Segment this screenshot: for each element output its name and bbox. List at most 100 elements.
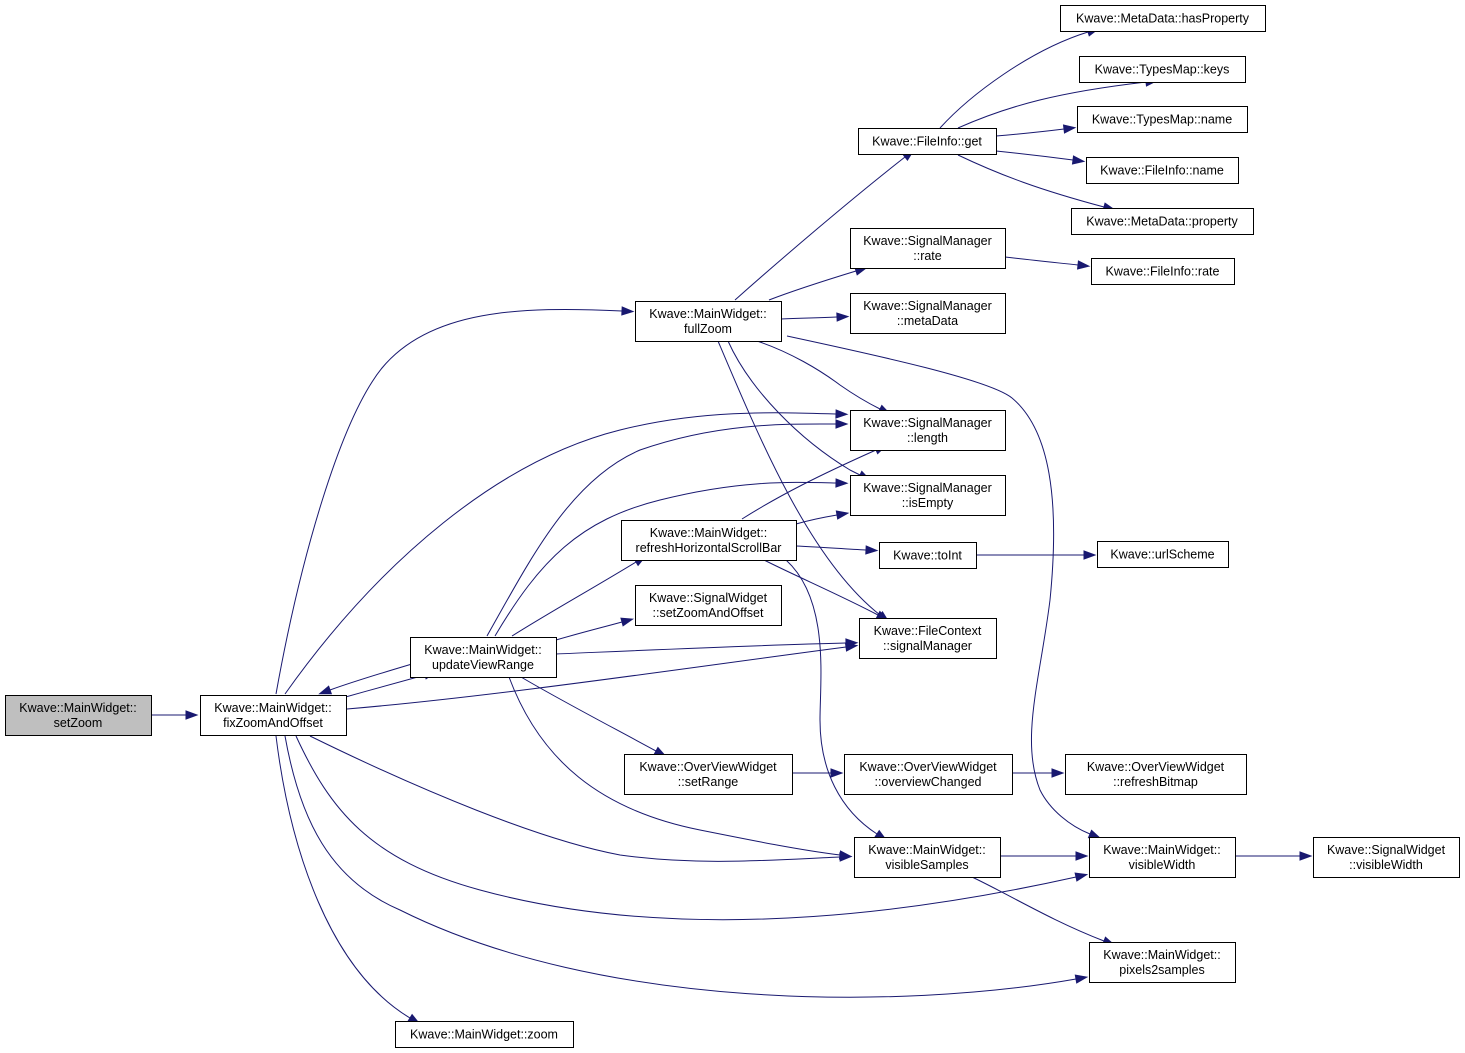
node-box xyxy=(5,695,152,736)
node-label-line: ::length xyxy=(907,431,948,445)
node-visSamples[interactable]: Kwave::MainWidget::visibleSamples xyxy=(854,837,1001,878)
call-edge-updateView-to-smLength xyxy=(486,419,849,637)
node-box xyxy=(1065,754,1247,795)
node-box xyxy=(624,754,793,795)
node-fixZoom[interactable]: Kwave::MainWidget::fixZoomAndOffset xyxy=(200,695,347,736)
call-edge-fullZoom-to-fiGet xyxy=(734,149,915,301)
node-fiName[interactable]: Kwave::FileInfo::name xyxy=(1086,157,1239,184)
arrowhead xyxy=(1299,851,1313,861)
node-smMeta[interactable]: Kwave::SignalManager::metaData xyxy=(850,293,1006,334)
node-box xyxy=(1089,942,1236,983)
arrowhead xyxy=(1083,550,1097,560)
node-box xyxy=(621,520,797,561)
node-label-line: Kwave::SignalManager xyxy=(863,299,992,313)
edge-line xyxy=(995,128,1065,137)
edge-line xyxy=(971,876,1105,942)
call-edge-smRate-to-fiRate xyxy=(1004,256,1091,270)
node-label-line: Kwave::FileInfo::rate xyxy=(1106,265,1220,279)
node-label-line: ::setRange xyxy=(678,775,739,789)
call-edge-setZoom-to-fixZoom xyxy=(152,710,199,720)
node-label-line: ::visibleWidth xyxy=(1349,858,1423,872)
call-edge-fixZoom-to-pix2samp xyxy=(284,735,1089,998)
edge-line xyxy=(511,561,637,637)
node-label-line: visibleWidth xyxy=(1129,858,1196,872)
node-label-line: Kwave::OverViewWidget xyxy=(1087,760,1225,774)
node-refreshHSB[interactable]: Kwave::MainWidget::refreshHorizontalScro… xyxy=(621,520,797,561)
edge-line xyxy=(486,423,837,637)
node-box xyxy=(854,837,1001,878)
node-ovSetRange[interactable]: Kwave::OverViewWidget::setRange xyxy=(624,754,793,795)
node-smIsEmpty[interactable]: Kwave::SignalManager::isEmpty xyxy=(850,475,1006,516)
node-tmName[interactable]: Kwave::TypesMap::name xyxy=(1077,106,1248,133)
node-swVisWidth[interactable]: Kwave::SignalWidget::visibleWidth xyxy=(1313,837,1460,878)
node-fcSigMgr[interactable]: Kwave::FileContext::signalManager xyxy=(859,618,997,659)
node-label-line: Kwave::SignalWidget xyxy=(649,591,768,605)
node-mdProperty[interactable]: Kwave::MetaData::property xyxy=(1071,208,1254,235)
node-label-line: Kwave::MainWidget::zoom xyxy=(410,1028,558,1042)
node-label-line: Kwave::MainWidget:: xyxy=(650,526,767,540)
node-box xyxy=(200,695,347,736)
edge-line xyxy=(734,156,906,301)
node-label-line: Kwave::FileInfo::name xyxy=(1100,164,1224,178)
edge-line xyxy=(508,676,841,856)
node-box xyxy=(850,410,1006,451)
edge-line xyxy=(275,308,623,695)
edge-line xyxy=(795,514,838,525)
call-edge-fixZoom-to-smLength xyxy=(284,409,849,695)
node-label-line: fullZoom xyxy=(684,322,732,336)
node-urlScheme[interactable]: Kwave::urlScheme xyxy=(1097,541,1229,568)
node-label-line: Kwave::MainWidget:: xyxy=(424,643,541,657)
node-label-line: ::overviewChanged xyxy=(874,775,981,789)
call-edge-visSamples-to-visWidth xyxy=(1000,851,1089,861)
node-box xyxy=(1060,5,1266,32)
call-edge-fullZoom-to-smMeta xyxy=(780,312,850,322)
node-visWidth[interactable]: Kwave::MainWidget::visibleWidth xyxy=(1089,837,1236,878)
node-toInt[interactable]: Kwave::toInt xyxy=(879,542,977,569)
node-zoom[interactable]: Kwave::MainWidget::zoom xyxy=(395,1021,574,1048)
node-fiGet[interactable]: Kwave::FileInfo::get xyxy=(858,128,997,155)
arrowhead xyxy=(865,545,879,555)
edge-line xyxy=(346,646,847,710)
node-label-line: Kwave::SignalManager xyxy=(863,234,992,248)
edge-line xyxy=(795,545,867,551)
call-edge-visWidth-to-swVisWidth xyxy=(1235,851,1313,861)
node-label-line: Kwave::TypesMap::name xyxy=(1092,113,1232,127)
node-label-line: Kwave::OverViewWidget xyxy=(859,760,997,774)
node-fullZoom[interactable]: Kwave::MainWidget::fullZoom xyxy=(635,301,782,342)
node-label-line: Kwave::SignalWidget xyxy=(1327,843,1446,857)
node-label-line: Kwave::MainWidget:: xyxy=(19,701,136,715)
edge-line xyxy=(717,340,881,616)
arrowhead xyxy=(835,419,849,429)
edge-line xyxy=(284,412,837,695)
node-smLength[interactable]: Kwave::SignalManager::length xyxy=(850,410,1006,451)
node-fiRate[interactable]: Kwave::FileInfo::rate xyxy=(1091,258,1235,285)
node-setZoom[interactable]: Kwave::MainWidget::setZoom xyxy=(5,695,152,736)
node-ovChanged[interactable]: Kwave::OverViewWidget::overviewChanged xyxy=(844,754,1013,795)
edge-line xyxy=(995,150,1074,161)
edge-line xyxy=(763,559,879,616)
node-mdHasProp[interactable]: Kwave::MetaData::hasProperty xyxy=(1060,5,1266,32)
node-box xyxy=(844,754,1013,795)
arrowhead xyxy=(1071,155,1086,165)
call-edge-updateView-to-fcSigMgr xyxy=(555,638,859,655)
edge-line xyxy=(520,676,657,752)
node-smRate[interactable]: Kwave::SignalManager::rate xyxy=(850,228,1006,269)
node-label-line: refreshHorizontalScrollBar xyxy=(636,541,782,555)
node-ovRefresh[interactable]: Kwave::OverViewWidget::refreshBitmap xyxy=(1065,754,1247,795)
node-swSetZoom[interactable]: Kwave::SignalWidget::setZoomAndOffset xyxy=(635,585,782,626)
call-edge-fiGet-to-tmName xyxy=(995,124,1077,137)
node-label-line: ::setZoomAndOffset xyxy=(653,606,764,620)
node-label-line: Kwave::urlScheme xyxy=(1110,548,1214,562)
node-box xyxy=(395,1021,574,1048)
node-label-line: Kwave::toInt xyxy=(893,549,962,563)
node-box xyxy=(850,475,1006,516)
call-edge-fixZoom-to-fullZoom xyxy=(275,306,635,695)
call-edge-ovChanged-to-ovRefresh xyxy=(1012,768,1065,778)
node-pix2samp[interactable]: Kwave::MainWidget::pixels2samples xyxy=(1089,942,1236,983)
arrowhead xyxy=(318,685,333,695)
node-box xyxy=(1097,541,1229,568)
node-updateView[interactable]: Kwave::MainWidget::updateViewRange xyxy=(410,637,557,678)
node-box xyxy=(1077,106,1248,133)
node-tmKeys[interactable]: Kwave::TypesMap::keys xyxy=(1079,56,1246,83)
edge-line xyxy=(494,481,837,637)
